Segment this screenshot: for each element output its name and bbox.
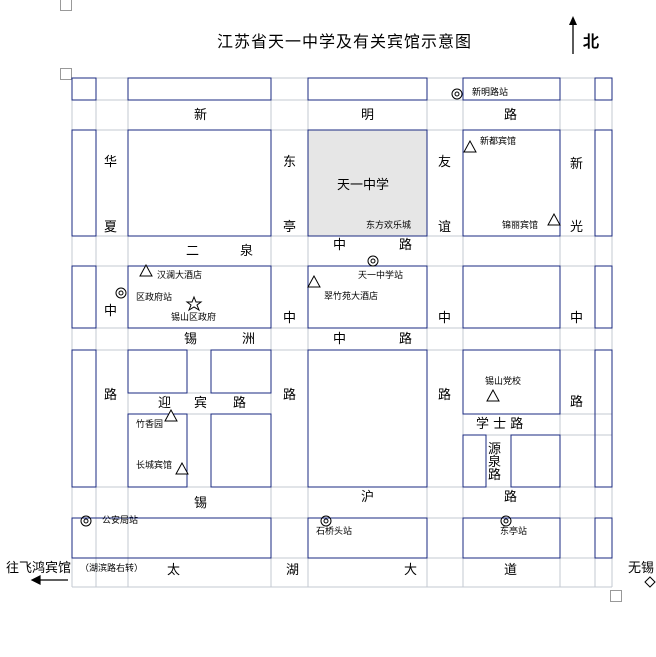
road-xinguang-2: 光: [570, 220, 584, 235]
north-label: 北: [583, 32, 600, 51]
road-xihu-3: 路: [504, 490, 518, 505]
road-erquan-1: 二: [186, 244, 200, 259]
road-youyi-2: 谊: [438, 220, 452, 235]
road-taihu-3: 大: [404, 563, 418, 578]
road-xinming-3: 路: [504, 108, 518, 123]
hotel-icon: [486, 388, 500, 402]
road-xizhou-2: 洲: [242, 332, 256, 347]
road-xinguang-1: 新: [570, 157, 584, 172]
bus-station-icons: [80, 88, 512, 527]
bus-station-icon: [115, 287, 127, 299]
frame-handle-icon: [60, 68, 72, 80]
road-youyi-4: 路: [438, 388, 452, 403]
north-arrow-icon: [569, 16, 577, 54]
tianyi-school-block: [307, 129, 428, 237]
road-dongting-4: 路: [283, 388, 297, 403]
road-huaxia-3: 中: [104, 304, 118, 319]
bus-station-icon: [451, 88, 463, 100]
road-youyi-3: 中: [438, 311, 452, 326]
road-xizhou-1: 锡: [184, 332, 198, 347]
hanlan-hotel-label: 汉澜大酒店: [157, 271, 203, 281]
road-taihu-2: 湖: [286, 563, 300, 578]
city-blocks: [71, 77, 613, 559]
road-yingbin-3: 路: [233, 396, 247, 411]
hotel-icon: [463, 139, 477, 153]
dongfang-huanle-label: 东方欢乐城: [366, 221, 412, 231]
bus-station-icon: [500, 515, 512, 527]
frame-corner-mark: [60, 0, 72, 11]
tianyi-station-label: 天一中学站: [358, 271, 404, 281]
road-yuanquan-1: 源: [488, 442, 502, 457]
road-xihu-2: 沪: [361, 490, 375, 505]
bus-station-icon: [320, 515, 332, 527]
frame-corner-mark: [610, 590, 622, 602]
district-gov-station-label: 区政府站: [136, 293, 173, 303]
shiqiaotou-station-label: 石桥头站: [316, 527, 353, 537]
road-huaxia-1: 华: [104, 155, 118, 170]
hotel-icon: [139, 263, 153, 277]
jinli-hotel-label: 锦丽宾馆: [502, 221, 539, 231]
hotel-icons: [139, 139, 561, 475]
tianyi-school-label: 天一中学: [337, 178, 390, 193]
map-title: 江苏省天一中学及有关宾馆示意图: [217, 32, 473, 51]
road-erquan-2: 泉: [240, 244, 254, 259]
cuizhu-hotel-label: 翠竹苑大酒店: [324, 292, 379, 302]
road-dongting-1: 东: [283, 155, 297, 170]
road-xizhou-3: 中: [333, 332, 347, 347]
changcheng-hotel-label: 长城宾馆: [136, 461, 173, 471]
xindu-hotel-label: 新都宾馆: [480, 137, 517, 147]
xishan-gov-label: 锡山区政府: [171, 313, 217, 323]
bus-station-icon: [80, 515, 92, 527]
hotel-icon: [164, 408, 178, 422]
road-huaxia-2: 夏: [104, 220, 118, 235]
road-xihu-1: 锡: [194, 496, 208, 511]
feihong-note-label: （湖滨路右转）: [80, 564, 144, 574]
xishan-party-school-label: 锡山党校: [485, 377, 522, 387]
road-huaxia-4: 路: [104, 388, 118, 403]
road-xinming-2: 明: [361, 108, 375, 123]
road-taihu-1: 太: [167, 563, 181, 578]
road-yuanquan-3: 路: [488, 468, 502, 483]
hotel-icon: [547, 212, 561, 226]
dongting-station-label: 东亭站: [500, 527, 528, 537]
road-youyi-1: 友: [438, 155, 452, 170]
road-xizhou-4: 路: [399, 332, 413, 347]
government-star-icon: [185, 295, 203, 312]
gongan-station-label: 公安局站: [102, 516, 139, 526]
zhuxiangyuan-label: 竹香园: [136, 420, 164, 430]
road-yingbin-2: 宾: [194, 396, 208, 411]
hotel-icon: [175, 461, 189, 475]
xinming-station-label: 新明路站: [472, 88, 509, 98]
road-yuanquan-2: 泉: [488, 455, 502, 470]
road-dongting-3: 中: [283, 311, 297, 326]
hotel-icon: [307, 274, 321, 288]
wuxi-label: 无锡: [628, 561, 655, 576]
road-erquan-3: 中: [333, 238, 347, 253]
feihong-hotel-label: 往飞鸿宾馆: [6, 561, 72, 576]
road-xueshi: 学 士 路: [476, 417, 524, 432]
road-yingbin-1: 迎: [158, 396, 172, 411]
left-arrow-icon: [30, 575, 68, 585]
road-dongting-2: 亭: [283, 220, 297, 235]
road-xinguang-3: 中: [570, 311, 584, 326]
road-xinming-1: 新: [194, 108, 208, 123]
diamond-icon: [644, 576, 656, 588]
bus-station-icon: [367, 255, 379, 267]
road-taihu-4: 道: [504, 563, 518, 578]
road-erquan-4: 路: [399, 238, 413, 253]
road-xinguang-4: 路: [570, 395, 584, 410]
